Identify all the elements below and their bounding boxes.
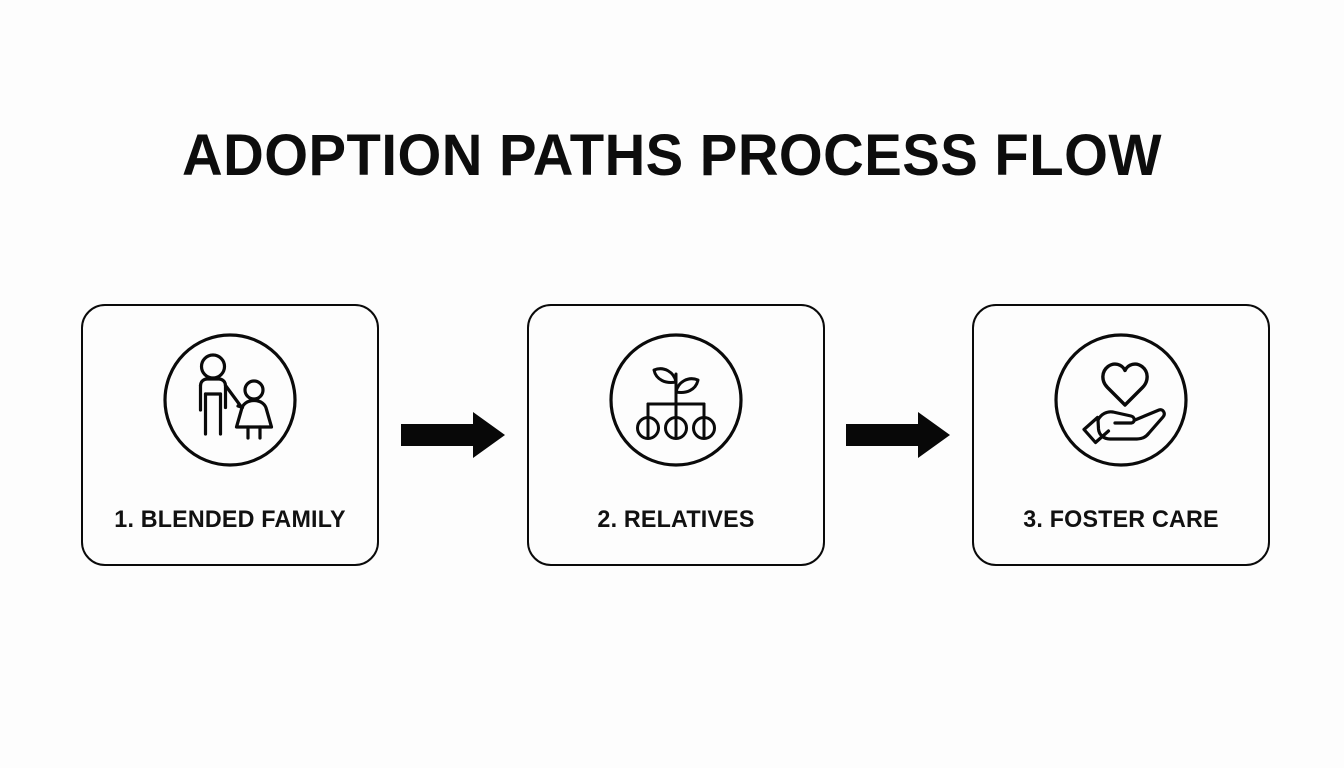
page-title: ADOPTION PATHS PROCESS FLOW xyxy=(182,123,1162,188)
family-tree-sprout-icon xyxy=(608,333,743,467)
step-1-label: 1. BLENDED FAMILY xyxy=(114,506,346,533)
connector-arrow-2 xyxy=(844,411,952,459)
right-arrow-icon xyxy=(846,412,951,458)
step-2-icon-frame xyxy=(608,332,744,468)
step-3-icon-frame xyxy=(1053,332,1189,468)
step-1-icon-frame xyxy=(162,332,298,468)
process-flow-row: 1. BLENDED FAMILY xyxy=(81,304,1270,566)
right-arrow-icon xyxy=(400,412,505,458)
connector-arrow-1 xyxy=(399,411,507,459)
step-card-1[interactable]: 1. BLENDED FAMILY xyxy=(81,304,379,566)
step-2-label: 2. RELATIVES xyxy=(596,506,755,533)
adult-and-child-holding-hands-icon xyxy=(163,333,297,467)
step-card-3[interactable]: 3. FOSTER CARE xyxy=(972,304,1270,566)
step-3-label: 3. FOSTER CARE xyxy=(1023,506,1219,533)
hand-holding-heart-icon xyxy=(1054,333,1188,467)
step-card-2[interactable]: 2. RELATIVES xyxy=(526,304,825,566)
